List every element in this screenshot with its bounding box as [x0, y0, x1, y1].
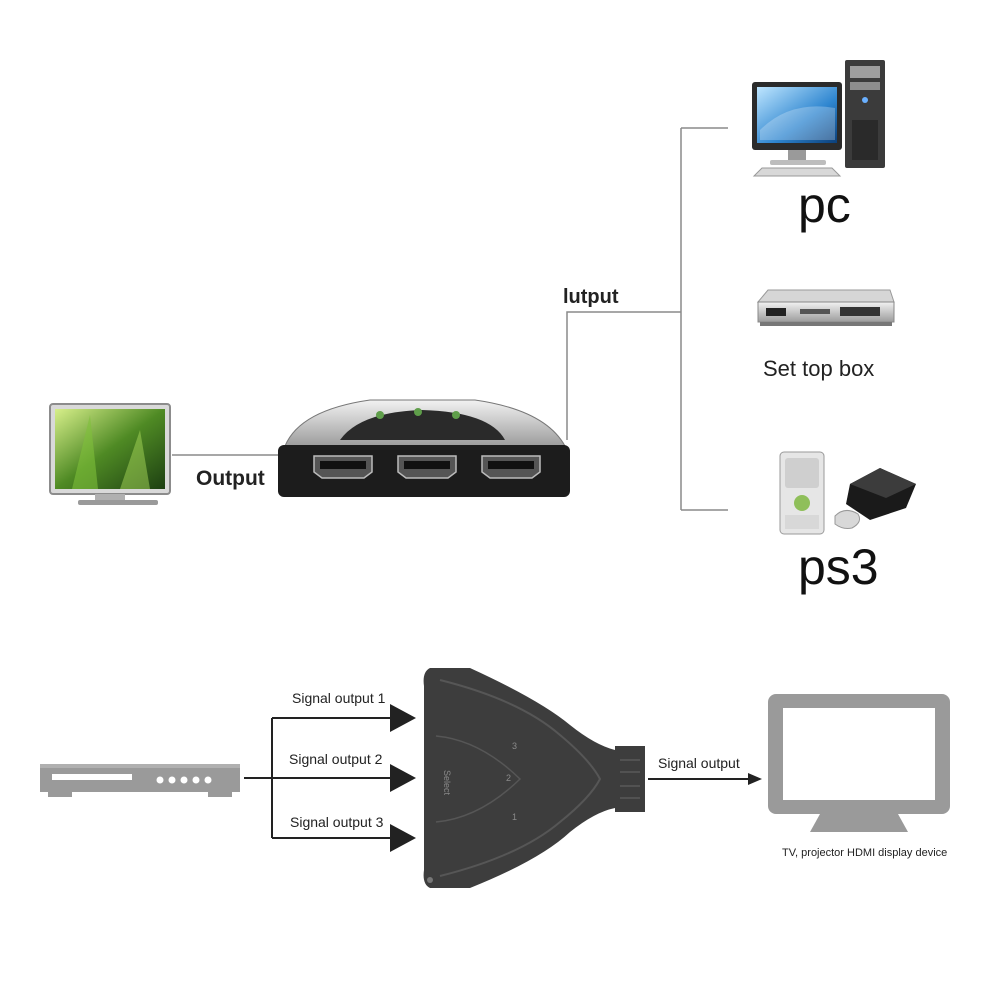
- hdmi-3-port-switch-icon: [278, 399, 570, 497]
- device-label-ps3: ps3: [798, 539, 879, 595]
- switch-output-label: Output: [196, 467, 265, 490]
- signal-label-2: Signal output 2: [289, 751, 383, 767]
- device-label-set-top-box: Set top box: [763, 356, 875, 381]
- dvd-player-icon: [40, 764, 240, 797]
- port-marking-3: 3: [512, 741, 518, 751]
- input-label: lutput: [563, 286, 619, 308]
- device-label-pc: pc: [798, 177, 851, 233]
- signal-label-1: Signal output 1: [292, 690, 386, 706]
- monitor-outline-icon: [768, 694, 950, 832]
- flat-tv-icon: [49, 403, 171, 505]
- signal-output-arrow: [648, 773, 762, 785]
- signal-arrowheads: [390, 704, 416, 852]
- select-marking: Select: [442, 770, 452, 796]
- display-caption: TV, projector HDMI display device: [782, 847, 948, 859]
- game-consoles-icon: [779, 451, 916, 535]
- set-top-box-icon: [756, 289, 895, 326]
- hdmi-switch-topview-icon: [423, 668, 645, 888]
- signal-branch-lines: [244, 717, 392, 839]
- signal-output-label: Signal output: [658, 755, 740, 771]
- desktop-computer-icon: [752, 60, 885, 177]
- device-connection-lines: [566, 127, 728, 511]
- port-marking-1: 1: [512, 812, 518, 822]
- signal-label-3: Signal output 3: [290, 814, 384, 830]
- port-marking-2: 2: [506, 773, 512, 783]
